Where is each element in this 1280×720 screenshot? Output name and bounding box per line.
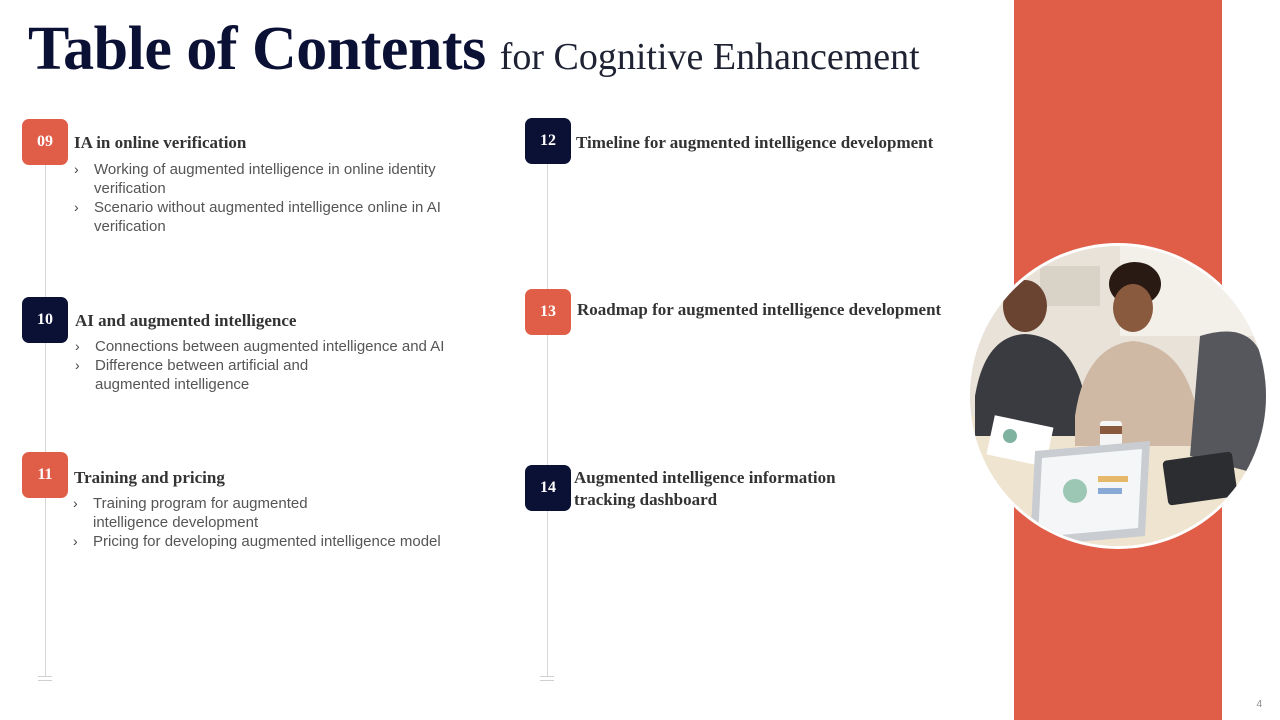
section-bullets: ›Training program for augmented intellig…	[73, 494, 473, 551]
section-title[interactable]: IA in online verification	[74, 133, 247, 152]
title-subtitle: for Cognitive Enhancement	[499, 36, 920, 78]
chevron-right-icon: ›	[73, 533, 78, 549]
chevron-right-icon: ›	[74, 199, 79, 215]
section-title[interactable]: Augmented intelligence information track…	[574, 467, 836, 511]
section-title-line: Augmented intelligence information	[574, 468, 836, 487]
section-title[interactable]: Timeline for augmented intelligence deve…	[576, 133, 934, 152]
section-bullets: ›Connections between augmented intellige…	[75, 337, 475, 394]
list-item[interactable]: ›Difference between artificial and augme…	[75, 357, 309, 393]
section-bullets: ›Working of augmented intelligence in on…	[74, 160, 454, 236]
section-title[interactable]: Roadmap for augmented intelligence devel…	[577, 300, 942, 319]
list-item[interactable]: ›Training program for augmented intellig…	[73, 495, 308, 531]
list-item[interactable]: ›Scenario without augmented intelligence…	[74, 199, 441, 235]
section-number-badge: 10	[22, 297, 68, 343]
chevron-right-icon: ›	[73, 495, 78, 511]
section-number-badge: 11	[22, 452, 68, 498]
section-number-badge: 13	[525, 289, 571, 335]
team-meeting-photo	[970, 246, 1266, 546]
section-number-badge: 12	[525, 118, 571, 164]
timeline-end-left	[38, 676, 52, 681]
section-title[interactable]: AI and augmented intelligence	[75, 311, 297, 330]
section-title[interactable]: Training and pricing	[74, 468, 225, 487]
timeline-line-left	[45, 160, 46, 676]
chevron-right-icon: ›	[75, 357, 80, 373]
list-item[interactable]: ›Working of augmented intelligence in on…	[74, 161, 436, 197]
timeline-end-right	[540, 676, 554, 681]
timeline-line-right	[547, 160, 548, 676]
chevron-right-icon: ›	[75, 338, 80, 354]
page-number: 4	[1256, 699, 1262, 710]
section-title-line: tracking dashboard	[574, 490, 718, 509]
list-item[interactable]: ›Connections between augmented intellige…	[75, 338, 445, 355]
section-number-badge: 14	[525, 465, 571, 511]
page-title: Table of Contents for Cognitive Enhanceme…	[28, 14, 920, 85]
chevron-right-icon: ›	[74, 161, 79, 177]
list-item[interactable]: ›Pricing for developing augmented intell…	[73, 533, 441, 550]
section-number-badge: 09	[22, 119, 68, 165]
title-main: Table of Contents	[28, 15, 486, 83]
